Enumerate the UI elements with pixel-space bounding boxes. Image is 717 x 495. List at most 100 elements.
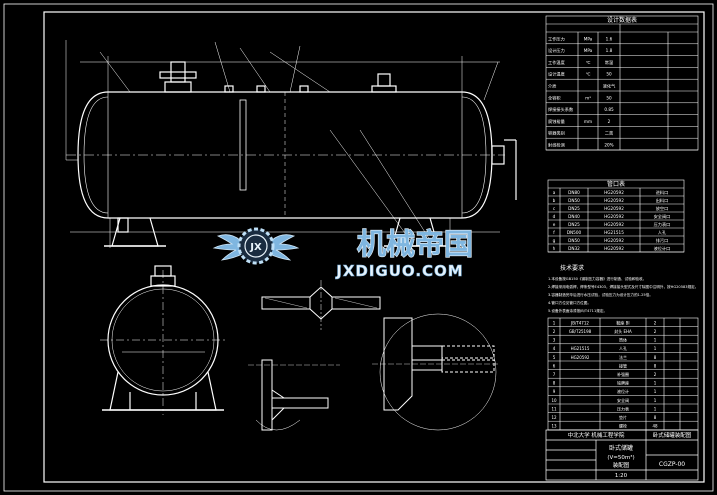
watermark-left-wing — [212, 234, 247, 261]
design-row-value: 50 — [606, 95, 612, 100]
nozzle-purpose: 出料口 — [656, 197, 669, 204]
design-row-unit: ℃ — [586, 72, 591, 77]
nozzle-standard: HG20592 — [604, 198, 624, 203]
part-number: 6 — [553, 363, 556, 368]
nozzle-purpose: 人孔 — [658, 229, 667, 236]
nozzle-size: DN25 — [568, 206, 580, 211]
weld-detail-3 — [372, 313, 500, 431]
part-qty: 8 — [654, 363, 657, 368]
design-row-value: 液化气 — [603, 83, 616, 90]
watermark-url: JXDIGUO.COM — [335, 262, 463, 280]
part-qty: 2 — [654, 372, 657, 377]
design-data-title: 设计数据表 — [607, 16, 637, 24]
design-row-label: 腐蚀裕量 — [548, 118, 565, 125]
part-number: 13 — [551, 424, 557, 429]
tech-req-line: 3.容器制造完毕后进行水压试验，试验压力为设计压力的1.25倍。 — [548, 292, 653, 297]
watermark-logo-letters: JX — [249, 242, 262, 253]
nozzle-standard: HG21515 — [604, 230, 624, 235]
part-qty: 1 — [654, 338, 657, 343]
part-number: 9 — [553, 389, 556, 394]
nozzle-purpose: 安全阀口 — [654, 213, 671, 220]
design-row-unit: MPa — [584, 36, 593, 41]
design-row-value: 常温 — [605, 59, 614, 66]
design-row-value: 2 — [608, 119, 611, 124]
part-name: 鞍座 BI — [616, 319, 629, 325]
vessel-front-view — [66, 61, 517, 247]
part-name: 封头 EHA — [614, 328, 632, 334]
title-block-spec: (V=50m³) — [607, 454, 634, 461]
part-qty: 48 — [652, 424, 658, 429]
watermark-right-wing — [265, 234, 300, 261]
part-name: 压力表 — [617, 405, 629, 411]
nozzle-mark: a — [553, 190, 556, 195]
part-standard: GB/T25198 — [569, 329, 592, 334]
part-number: 12 — [551, 415, 557, 420]
design-row-value: 50 — [606, 72, 612, 77]
nozzle-mark: b — [553, 198, 556, 203]
title-block-scale: 1:20 — [615, 473, 628, 479]
watermark-brand-cn: 机械帝国 — [357, 227, 473, 261]
design-row-value: 1.8 — [606, 48, 613, 53]
design-row-label: 设计压力 — [548, 47, 565, 54]
design-row-unit: m³ — [585, 95, 591, 100]
tech-req-line: 5.设备外表面涂漆按JB/T4711规定。 — [548, 308, 607, 313]
part-name: 安全阀 — [617, 397, 629, 403]
part-name: 筒体 — [619, 337, 627, 343]
weld-detail-1 — [261, 280, 381, 330]
part-standard: HG21515 — [571, 346, 590, 351]
nozzle-size: DN500 — [567, 230, 582, 235]
nozzle-purpose: 进料口 — [656, 189, 669, 196]
nozzle-mark: e — [553, 222, 556, 227]
design-row-label: 全容积 — [548, 94, 561, 101]
title-block — [545, 429, 699, 481]
part-qty: 8 — [654, 355, 657, 360]
part-number: 7 — [553, 372, 556, 377]
tech-req-line: 4.管口方位见管口方位图。 — [548, 300, 591, 305]
title-block-drawing-title: 卧式储罐装配图 — [653, 431, 692, 439]
part-number: 3 — [553, 338, 556, 343]
design-row-value: 0.85 — [604, 107, 614, 112]
title-block-number: CGZP-00 — [659, 461, 685, 468]
part-standard: JB/T4712 — [570, 320, 589, 325]
design-row-label: 工作温度 — [548, 59, 566, 66]
dimension-lines — [65, 40, 500, 248]
part-name: 螺栓 — [619, 423, 627, 429]
part-number: 1 — [553, 320, 556, 325]
nozzle-size: DN50 — [568, 198, 580, 203]
design-row-value: 1.6 — [606, 36, 613, 41]
part-number: 10 — [551, 398, 557, 403]
part-name: 垫片 — [619, 414, 627, 420]
design-row-label: 工作压力 — [548, 35, 565, 42]
nozzle-table — [547, 179, 685, 253]
design-row-label: 介质 — [548, 83, 556, 90]
part-name: 补强圈 — [617, 371, 629, 377]
nozzle-size: DN32 — [568, 246, 580, 251]
design-row-value: 二类 — [605, 130, 614, 137]
nozzle-purpose: 放空口 — [656, 205, 669, 212]
title-block-school: 中北大学 机械工程学院 — [568, 431, 625, 439]
title-block-type: 装配图 — [613, 461, 630, 469]
design-row-unit: mm — [584, 119, 592, 124]
design-row-label: 设计温度 — [548, 71, 566, 78]
part-number: 4 — [553, 346, 556, 351]
tech-req-line: 1.本设备按GB150《钢制压力容器》进行制造、试验和验收。 — [548, 276, 646, 281]
watermark-logo: JX 机械帝国 JXDIGUO.COM — [212, 226, 474, 280]
nozzle-mark: c — [553, 206, 556, 211]
nozzle-size: DN40 — [568, 214, 580, 219]
title-block-name: 卧式储罐 — [609, 444, 633, 452]
nozzle-purpose: 液位计口 — [654, 245, 671, 252]
part-name: 液位计 — [617, 388, 629, 394]
part-qty: 1 — [654, 398, 657, 403]
nozzle-standard: HG20592 — [604, 190, 624, 195]
part-name: 接管 — [619, 362, 627, 368]
nozzle-size: DN50 — [568, 238, 580, 243]
design-row-unit: MPa — [584, 48, 593, 53]
nozzle-purpose: 压力表口 — [654, 221, 671, 228]
nozzle-mark: d — [553, 214, 556, 219]
design-row-value: 20% — [604, 143, 613, 148]
nozzle-size: DN25 — [568, 222, 580, 227]
